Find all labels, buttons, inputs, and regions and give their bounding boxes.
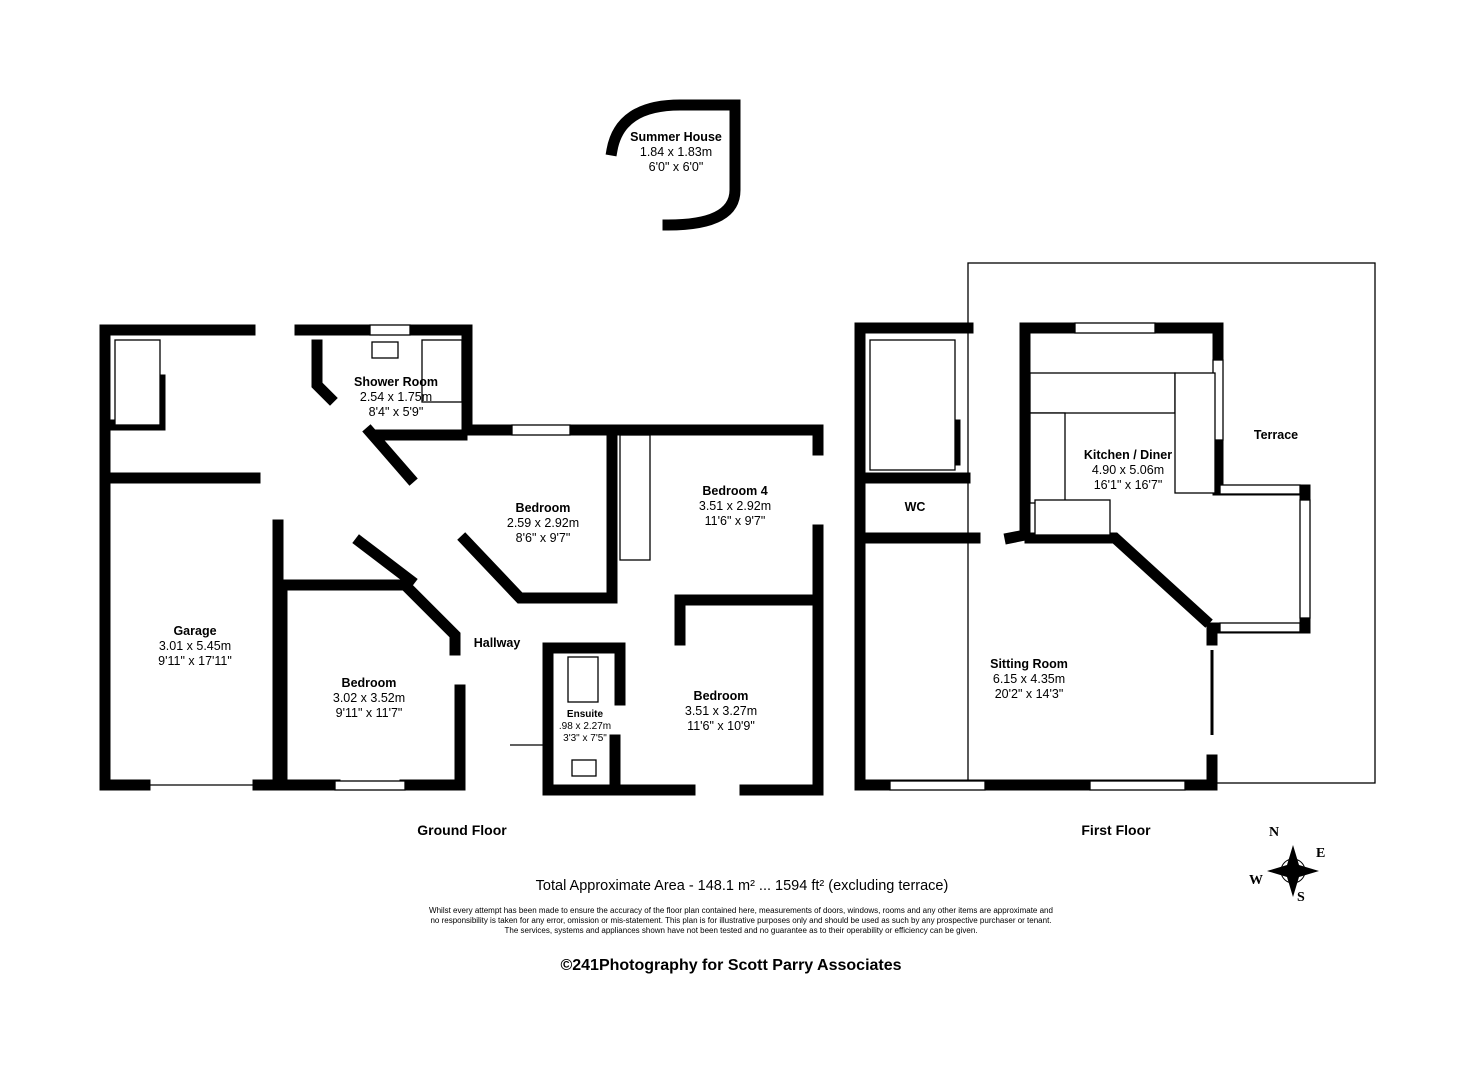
- compass-n: N: [1269, 825, 1280, 840]
- compass-e: E: [1316, 846, 1326, 861]
- disclaimer-line: Whilst every attempt has been made to en…: [429, 906, 1053, 915]
- room-hallway: Hallway: [473, 636, 521, 650]
- compass-w: W: [1249, 873, 1263, 888]
- compass-rose-icon: [1267, 845, 1319, 897]
- disclaimer-line: The services, systems and appliances sho…: [504, 926, 978, 935]
- copyright: ©241Photography for Scott Parry Associat…: [560, 957, 902, 974]
- room-terrace: Terrace: [1253, 428, 1299, 442]
- first-outer-wall: [854, 322, 1218, 791]
- ground-floor-label: Ground Floor: [417, 822, 507, 838]
- first-floor-label: First Floor: [1081, 822, 1151, 838]
- disclaimer: Whilst every attempt has been made to en…: [391, 906, 1091, 936]
- fixtures: [114, 262, 1376, 791]
- disclaimer-line: no responsibility is taken for any error…: [430, 916, 1052, 925]
- room-wc: WC: [904, 500, 926, 514]
- summer-house-wall: [662, 99, 741, 231]
- total-area: Total Approximate Area - 148.1 m² ... 15…: [535, 878, 949, 894]
- compass-s: S: [1297, 890, 1305, 905]
